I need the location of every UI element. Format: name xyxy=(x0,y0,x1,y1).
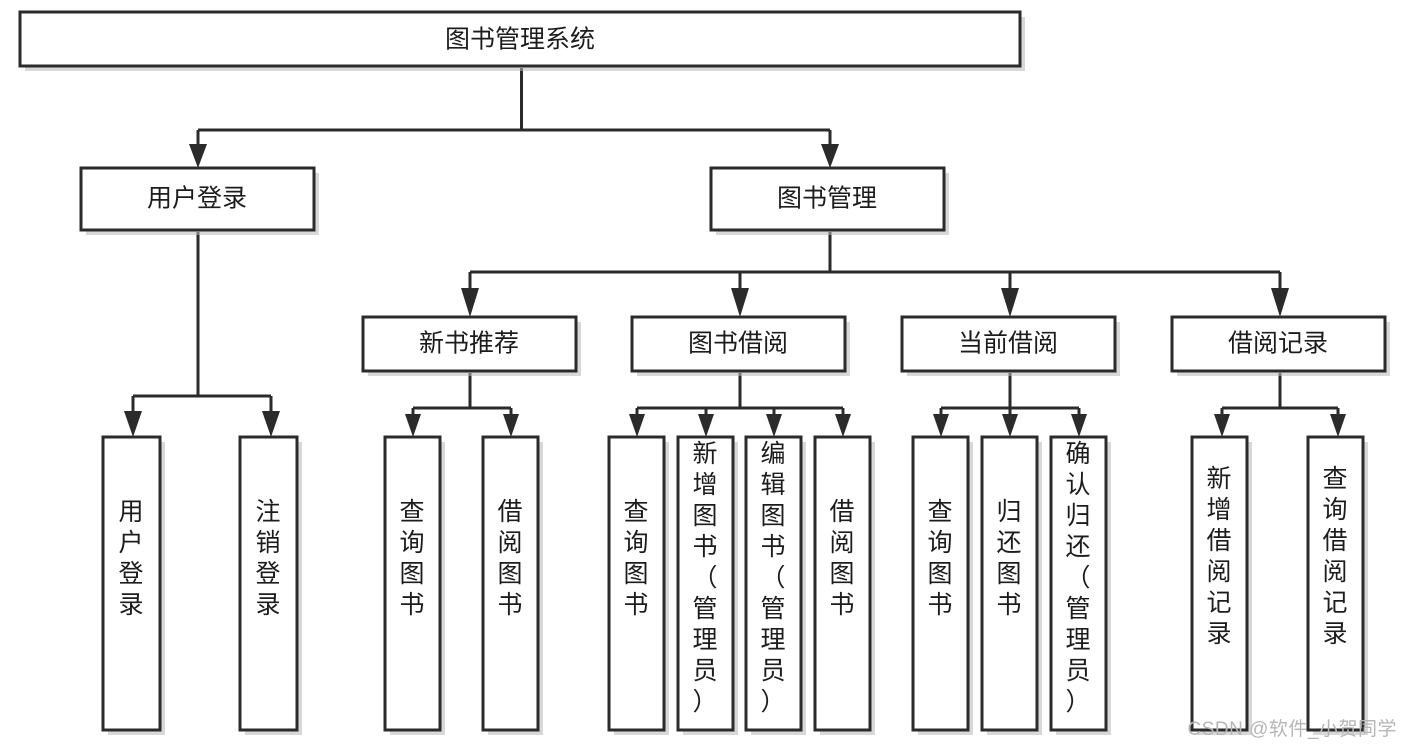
node-leaf-add-book-box xyxy=(676,435,735,732)
node-leaf-query-book-3-box xyxy=(911,435,970,732)
node-leaf-add-record[interactable]: 新增借阅记录 xyxy=(1190,435,1252,735)
node-leaf-borrow-book-2-label: 借阅图书 xyxy=(829,498,854,619)
node-new-book-rec-box xyxy=(361,315,578,373)
node-leaf-logout[interactable]: 注销登录 xyxy=(238,435,302,735)
node-leaf-user-login-box xyxy=(101,435,162,732)
node-leaf-confirm-return[interactable]: 确认归还（管理员） xyxy=(1049,435,1111,735)
node-book-borrow[interactable]: 图书借阅 xyxy=(630,315,850,376)
node-leaf-borrow-book-1-label: 借阅图书 xyxy=(497,498,522,619)
node-root-label: 图书管理系统 xyxy=(445,26,595,54)
node-leaf-add-book-label: 新增图书（管理员） xyxy=(692,440,717,716)
node-leaf-query-book-1-box xyxy=(383,435,442,732)
node-leaf-add-book[interactable]: 新增图书（管理员） xyxy=(676,435,738,735)
node-borrow-record-label: 借阅记录 xyxy=(1228,330,1328,358)
node-book-borrow-label: 图书借阅 xyxy=(688,330,788,358)
node-leaf-logout-box xyxy=(238,435,299,732)
node-user-login-box xyxy=(79,166,316,232)
node-leaf-logout-label: 注销登录 xyxy=(255,498,280,619)
node-book-manage[interactable]: 图书管理 xyxy=(709,166,949,235)
edge-bookborrow-to-leaves xyxy=(629,373,851,437)
node-book-borrow-box xyxy=(630,315,847,373)
node-leaf-user-login[interactable]: 用户登录 xyxy=(101,435,165,735)
node-leaf-query-record-box xyxy=(1306,435,1365,732)
node-user-login-label: 用户登录 xyxy=(147,185,247,213)
node-leaf-query-record[interactable]: 查询借阅记录 xyxy=(1306,435,1368,735)
node-leaf-edit-book[interactable]: 编辑图书（管理员） xyxy=(744,435,806,735)
node-borrow-record[interactable]: 借阅记录 xyxy=(1170,315,1390,376)
edge-root-to-modules xyxy=(189,68,839,168)
node-leaf-confirm-return-label: 确认归还（管理员） xyxy=(1065,440,1090,716)
node-leaf-query-book-1-label: 查询图书 xyxy=(399,498,424,619)
node-user-login[interactable]: 用户登录 xyxy=(79,166,319,235)
node-leaf-query-book-3[interactable]: 查询图书 xyxy=(911,435,973,735)
node-leaf-add-record-box xyxy=(1190,435,1249,732)
node-leaf-query-book-2-box xyxy=(607,435,666,732)
node-leaf-query-record-label: 查询借阅记录 xyxy=(1322,465,1347,648)
node-leaf-user-login-label: 用户登录 xyxy=(118,498,143,619)
node-root-box xyxy=(18,10,1022,68)
node-leaf-add-record-label: 新增借阅记录 xyxy=(1206,465,1231,648)
edge-borrowrecord-to-leaves xyxy=(1214,373,1346,437)
node-root[interactable]: 图书管理系统 xyxy=(18,10,1025,71)
node-leaf-query-book-2[interactable]: 查询图书 xyxy=(607,435,669,735)
edge-newbook-to-leaves xyxy=(405,373,519,437)
node-leaf-query-book-3-label: 查询图书 xyxy=(927,498,952,619)
node-current-borrow-label: 当前借阅 xyxy=(958,330,1058,358)
node-leaf-borrow-book-2-box xyxy=(813,435,872,732)
node-leaf-borrow-book-1[interactable]: 借阅图书 xyxy=(481,435,543,735)
node-leaf-query-book-2-label: 查询图书 xyxy=(623,498,648,619)
connector-layer xyxy=(124,68,1346,437)
node-leaf-borrow-book-1-box xyxy=(481,435,540,732)
edge-currentborrow-to-leaves xyxy=(933,373,1087,437)
edge-bookmanage-to-submodules xyxy=(461,232,1289,317)
node-book-manage-box xyxy=(709,166,946,232)
node-current-borrow[interactable]: 当前借阅 xyxy=(900,315,1120,376)
node-leaf-edit-book-label: 编辑图书（管理员） xyxy=(760,440,785,716)
node-new-book-rec[interactable]: 新书推荐 xyxy=(361,315,581,376)
node-new-book-rec-label: 新书推荐 xyxy=(419,330,519,358)
node-leaf-query-book-1[interactable]: 查询图书 xyxy=(383,435,445,735)
node-leaf-return-book-box xyxy=(980,435,1039,732)
node-leaf-borrow-book-2[interactable]: 借阅图书 xyxy=(813,435,875,735)
node-leaf-edit-book-box xyxy=(744,435,803,732)
node-leaf-confirm-return-box xyxy=(1049,435,1108,732)
node-borrow-record-box xyxy=(1170,315,1387,373)
node-leaf-return-book-label: 归还图书 xyxy=(996,498,1021,619)
node-leaf-return-book[interactable]: 归还图书 xyxy=(980,435,1042,735)
node-book-manage-label: 图书管理 xyxy=(777,185,877,213)
edge-userlogin-to-leaves xyxy=(124,232,280,437)
node-current-borrow-box xyxy=(900,315,1117,373)
